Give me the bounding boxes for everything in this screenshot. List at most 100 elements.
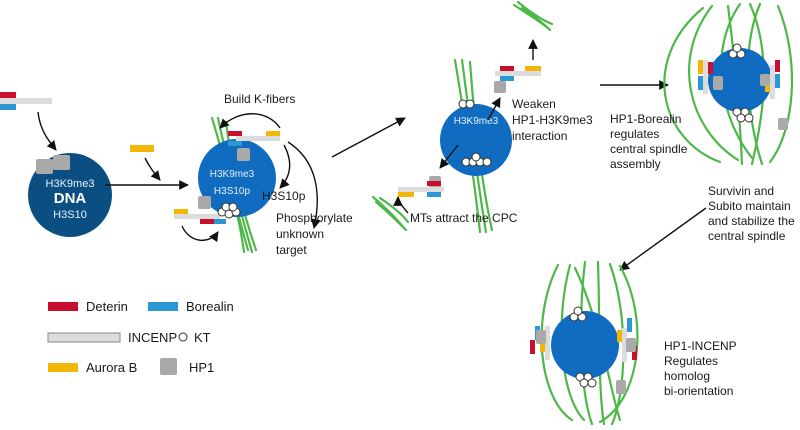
microtubule	[540, 263, 574, 422]
deterin-bar	[775, 60, 780, 72]
label-line: regulates	[610, 127, 659, 141]
label-line: interaction	[512, 129, 567, 143]
legend-swatch-deterin	[48, 302, 78, 311]
deterin-bar	[632, 346, 637, 360]
label-line: target	[276, 243, 307, 257]
incenp-bar	[495, 71, 541, 76]
label-survivin: Survivin and Subito maintain and stabili…	[708, 184, 798, 243]
label-mts-attract: MTs attract the CPC	[410, 211, 518, 225]
label-line: HP1-H3K9me3	[512, 113, 593, 127]
microtubule	[768, 4, 794, 164]
stage-3: H3K9me3 Weaken HP1-H3K9	[371, 0, 669, 234]
arrow-stage2-to-stage3	[331, 117, 406, 158]
microtubule	[663, 6, 722, 164]
label-line: and stabilize the	[708, 214, 795, 228]
hp1-block	[494, 81, 506, 93]
deterin-bar	[228, 131, 242, 136]
deterin-bar	[530, 340, 535, 354]
hp1-block	[760, 74, 770, 86]
hp1-block	[778, 118, 788, 130]
arrow-stage3-down	[439, 144, 459, 169]
chromatin	[440, 104, 512, 176]
hp1-block	[36, 159, 53, 174]
legend-label-kt: KT	[194, 330, 211, 345]
kinetochore	[587, 378, 597, 388]
aurora-b-bar	[540, 340, 545, 352]
label-line: central spindle	[610, 142, 688, 156]
aurora-b-bar	[617, 330, 622, 342]
legend-label-incenp: INCENP	[128, 330, 177, 345]
incenp-bar	[236, 136, 280, 141]
kinetochore	[482, 157, 492, 167]
borealin-bar	[627, 318, 632, 332]
stage-1: H3K9me3 DNA H3S10	[0, 92, 189, 237]
label-line: assembly	[610, 157, 661, 171]
label-phosphorylate: Phosphorylate unknown target	[276, 211, 356, 257]
microtubule	[516, 0, 554, 26]
hp1-block	[616, 380, 626, 394]
incenp-bar	[0, 98, 52, 104]
arrow-phosphorylate	[287, 141, 321, 229]
legend: Deterin Borealin INCENP KT Aurora B HP1	[47, 299, 234, 375]
label-dna: DNA	[54, 190, 87, 207]
legend-label-borealin: Borealin	[186, 299, 234, 314]
legend-swatch-borealin	[148, 302, 178, 311]
deterin-bar	[200, 219, 214, 224]
label-line: HP1-INCENP	[664, 339, 737, 353]
microtubule	[688, 4, 740, 162]
deterin-bar	[0, 92, 16, 98]
label-line: Subito maintain	[708, 199, 791, 213]
hp1-block	[198, 196, 211, 209]
label-line: central spindle	[708, 229, 786, 243]
hp1-block	[536, 330, 546, 344]
label-line: Regulates	[664, 354, 718, 368]
incenp-bar	[703, 60, 708, 94]
label-hp1-incenp: HP1-INCENP Regulates homolog bi-orientat…	[664, 339, 740, 398]
arrow-build-kfibers	[219, 113, 281, 129]
borealin-bar	[775, 74, 780, 88]
incenp-bar	[770, 65, 775, 99]
borealin-bar	[500, 76, 514, 81]
deterin-bar	[500, 66, 514, 71]
legend-label-hp1: HP1	[189, 360, 214, 375]
stage-4: HP1-Borealin regulates central spindle a…	[610, 2, 798, 271]
label-h3k9me3: H3K9me3	[210, 169, 255, 180]
arrow-mts-attract	[393, 196, 409, 214]
kinetochore	[579, 378, 589, 388]
incenp-bar	[545, 326, 550, 360]
label-line: bi-orientation	[664, 384, 733, 398]
deterin-bar	[708, 62, 713, 74]
label-h3s10: H3S10	[53, 209, 87, 221]
kinetochore	[732, 43, 742, 53]
microtubule	[378, 196, 410, 224]
aurora-b-bar	[398, 192, 414, 197]
borealin-bar	[0, 104, 16, 110]
legend-swatch-aurora-b	[48, 363, 78, 372]
arrow-lower-cpc	[181, 225, 219, 243]
label-line: HP1-Borealin	[610, 112, 681, 126]
label-line: Phosphorylate	[276, 211, 353, 225]
label-h3k9me3: H3K9me3	[454, 116, 499, 127]
borealin-bar	[228, 141, 242, 146]
arrow-aurora-to-chromatin	[144, 157, 161, 181]
hp1-block	[713, 76, 723, 90]
legend-label-aurora-b: Aurora B	[86, 360, 137, 375]
stage-5: HP1-INCENP Regulates homolog bi-orientat…	[530, 260, 740, 426]
aurora-b-bar	[525, 66, 541, 71]
borealin-bar	[427, 192, 441, 197]
legend-label-deterin: Deterin	[86, 299, 128, 314]
deterin-bar	[427, 181, 441, 186]
stage-2: H3K9me3 H3S10p Build K-fibers H3S10p Pho…	[174, 92, 406, 257]
incenp-bar	[398, 187, 444, 192]
label-line: homolog	[664, 369, 710, 383]
label-build-kfibers: Build K-fibers	[224, 92, 295, 106]
legend-swatch-incenp	[47, 332, 121, 343]
incenp-bar	[622, 328, 627, 362]
kinetochore	[471, 152, 481, 162]
legend-swatch-hp1	[160, 358, 177, 375]
arrow-to-h3s10p	[279, 144, 291, 189]
aurora-b-bar	[130, 145, 154, 152]
aurora-b-bar	[266, 131, 280, 136]
